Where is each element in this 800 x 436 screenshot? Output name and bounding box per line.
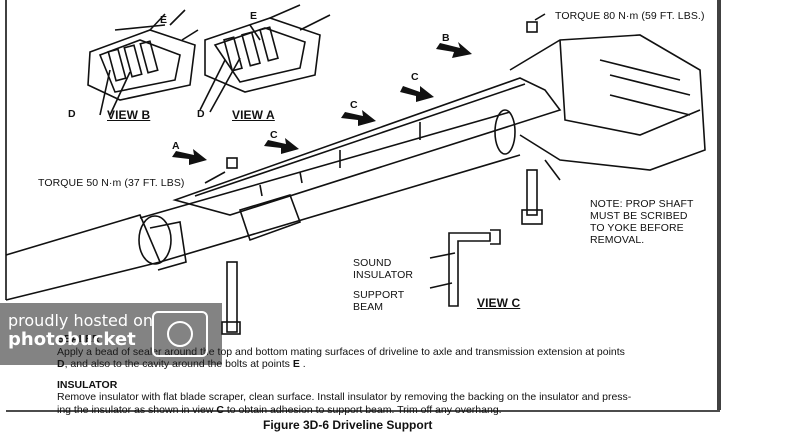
arrow-c2: [341, 110, 376, 126]
letter-e1: E: [160, 14, 168, 26]
note-line-4: REMOVAL.: [590, 234, 645, 246]
insulator-text-2: ing the insulator as shown in view C to …: [57, 403, 502, 416]
insulator-heading: INSULATOR: [57, 378, 118, 391]
support-label-2: BEAM: [353, 301, 384, 313]
letter-a: A: [172, 140, 180, 152]
view-a-inset: [204, 4, 331, 93]
view-a-label: VIEW A: [232, 108, 275, 122]
insulator-text-1: Remove insulator with flat blade scraper…: [57, 391, 632, 403]
view-b-inset: [87, 9, 199, 101]
sound-label-2: INSULATOR: [353, 269, 414, 281]
letter-e2: E: [250, 10, 258, 22]
watermark-text: proudly hosted on photobucket: [8, 311, 154, 350]
letter-d2: D: [197, 108, 205, 120]
arrow-b: [436, 42, 472, 58]
camera-icon: [152, 311, 208, 357]
arrow-c1: [264, 138, 299, 154]
letter-c2: C: [350, 99, 358, 111]
letter-c1: C: [270, 129, 278, 141]
arrow-c3: [400, 86, 434, 102]
note-line-3: TO YOKE BEFORE: [590, 222, 684, 234]
photobucket-watermark[interactable]: proudly hosted on photobucket: [0, 303, 222, 365]
letter-d1: D: [68, 108, 76, 120]
letter-c3: C: [411, 71, 419, 83]
letter-b: B: [442, 32, 450, 44]
sound-label-1: SOUND: [353, 257, 392, 269]
arrow-a: [172, 149, 207, 165]
view-c-label: VIEW C: [477, 296, 521, 310]
view-b-label: VIEW B: [107, 108, 151, 122]
figure-caption: Figure 3D-6 Driveline Support: [263, 418, 433, 432]
support-label-1: SUPPORT: [353, 289, 405, 301]
note-line-1: NOTE: PROP SHAFT: [590, 198, 694, 210]
torque-left-label: TORQUE 50 N·m (37 FT. LBS): [38, 177, 185, 189]
note-line-2: MUST BE SCRIBED: [590, 210, 688, 222]
torque-top-label: TORQUE 80 N·m (59 FT. LBS.): [555, 10, 705, 22]
